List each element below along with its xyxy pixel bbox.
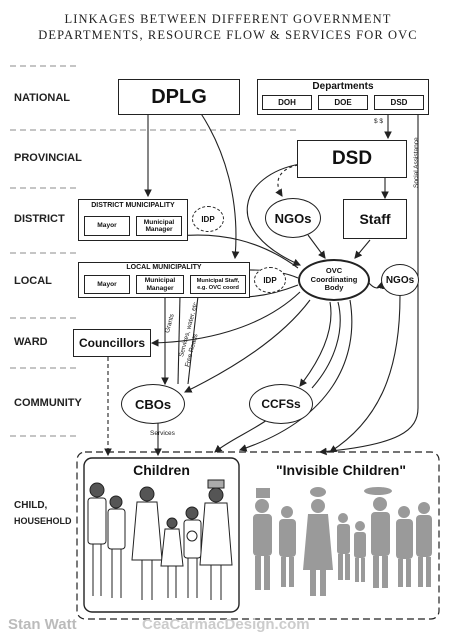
invisible-children-heading: "Invisible Children" — [276, 462, 406, 478]
diagram-title-line1: LINKAGES BETWEEN DIFFERENT GOVERNMENT — [64, 12, 392, 26]
district-idp-cloud[interactable]: IDP — [192, 206, 224, 232]
ccfss-oval[interactable]: CCFSs — [249, 384, 313, 424]
site-watermark: CeaCarmacDesign.com — [142, 616, 310, 633]
dplg-box[interactable]: DPLG — [118, 79, 240, 115]
ovc-line1: OVC — [325, 266, 343, 276]
child-figure — [131, 486, 163, 600]
silhouette-figure — [396, 506, 413, 587]
councillors-box[interactable]: Councillors — [73, 329, 151, 357]
doe-box[interactable]: DOE — [318, 95, 368, 110]
doh-box[interactable]: DOH — [262, 95, 312, 110]
departments-label: Departments — [312, 81, 374, 92]
child-figure — [160, 517, 184, 598]
diagram-title-line2: DEPARTMENTS, RESOURCE FLOW & SERVICES FO… — [38, 28, 418, 42]
district-manager-box[interactable]: Municipal Manager — [136, 216, 182, 236]
level-child: CHILD, — [14, 500, 48, 511]
dsd-dept-box[interactable]: DSD — [374, 95, 424, 110]
visible-children-group — [87, 479, 233, 600]
silhouette-figure — [253, 488, 272, 590]
silhouette-figure — [279, 506, 296, 587]
ovc-line3: Body — [324, 283, 344, 293]
ovc-coordinating-body[interactable]: OVC Coordinating Body — [298, 259, 370, 301]
dsd-box[interactable]: DSD — [297, 140, 407, 178]
level-household: HOUSEHOLD — [14, 516, 72, 526]
municipal-staff-box[interactable]: Municipal Staff, e.g. OVC coord — [190, 275, 246, 294]
level-ward: WARD — [14, 336, 48, 348]
children-heading: Children — [133, 462, 190, 478]
local-manager-box[interactable]: Municipal Manager — [136, 275, 184, 294]
dollar-label: $ $ — [374, 118, 384, 125]
silhouette-figure — [364, 487, 392, 588]
children-box — [83, 457, 240, 613]
district-municipality-label: DISTRICT MUNICIPALITY — [91, 202, 175, 209]
silhouette-figure — [337, 513, 350, 580]
cbos-oval[interactable]: CBOs — [121, 384, 185, 424]
local-municipality-label: LOCAL MUNICIPALITY — [126, 264, 202, 271]
ngos-local[interactable]: NGOs — [381, 264, 419, 296]
silhouette-figure — [303, 487, 333, 596]
level-dividers — [10, 65, 300, 437]
child-figure — [199, 479, 233, 600]
silhouette-figure — [416, 502, 432, 587]
child-figure — [87, 482, 107, 596]
level-community: COMMUNITY — [14, 397, 82, 409]
level-national: NATIONAL — [14, 92, 71, 104]
local-idp-cloud[interactable]: IDP — [254, 267, 286, 293]
staff-box[interactable]: Staff — [343, 199, 407, 239]
ngos-district[interactable]: NGOs — [265, 198, 321, 238]
child-figure — [183, 506, 202, 598]
child-household-frame — [76, 451, 440, 620]
services-label: Services — [150, 430, 175, 437]
district-mayor-box[interactable]: Mayor — [84, 216, 130, 236]
level-district: DISTRICT — [14, 213, 65, 225]
arrows — [104, 111, 419, 457]
level-local: LOCAL — [14, 275, 52, 287]
silhouette-figure — [354, 521, 366, 582]
artist-watermark: Stan Watt — [8, 616, 77, 633]
invisible-children-group — [253, 487, 432, 596]
local-mayor-box[interactable]: Mayor — [84, 275, 130, 294]
level-provincial: PROVINCIAL — [14, 152, 82, 164]
child-figure — [107, 495, 126, 598]
ovc-line2: Coordinating — [310, 274, 358, 284]
